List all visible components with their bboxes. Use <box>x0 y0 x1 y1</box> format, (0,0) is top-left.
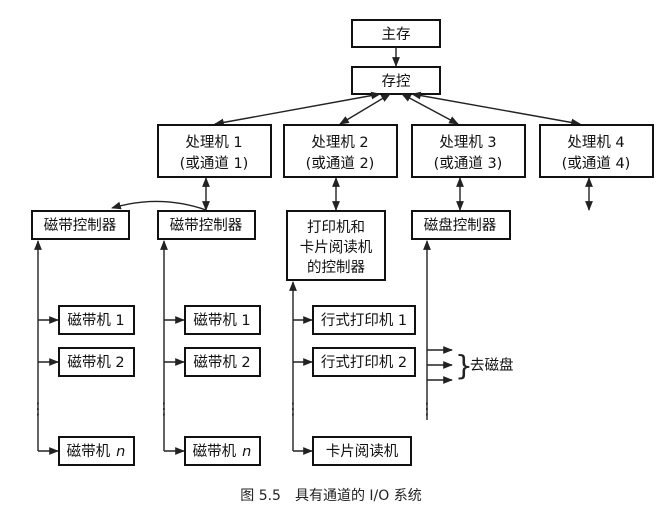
processor-1-channel: (或通道 1) <box>180 155 249 172</box>
line-printer-2: 行式打印机 2 <box>312 347 416 377</box>
ellipsis-a: ⋮ <box>30 399 46 418</box>
tape-unit-b-1: 磁带机 1 <box>184 305 261 335</box>
tape-unit-a-1: 磁带机 1 <box>58 305 135 335</box>
tape-unit-a-1-label: 磁带机 1 <box>67 312 124 329</box>
disk-controller-node: 磁盘控制器 <box>411 210 511 240</box>
tape-unit-a-2: 磁带机 2 <box>58 347 135 377</box>
processor-1-node: 处理机 1 (或通道 1) <box>157 124 272 178</box>
tape-unit-b-n-text: 磁带机 <box>193 443 237 460</box>
processor-4-node: 处理机 4 (或通道 4) <box>539 124 654 178</box>
control-to-processor-3-link <box>401 93 459 125</box>
to-disk-label: 去磁盘 <box>470 356 514 374</box>
tape-unit-a-n-label: 磁带机 n <box>67 443 126 460</box>
card-reader-label: 卡片阅读机 <box>326 443 399 460</box>
tape-unit-b-n-label: 磁带机 n <box>193 443 252 460</box>
tape-unit-a-n-text: 磁带机 <box>67 443 111 460</box>
processor-3-node: 处理机 3 (或通道 3) <box>411 124 526 178</box>
card-reader: 卡片阅读机 <box>312 436 412 466</box>
ellipsis-c: ⋮ <box>285 399 301 418</box>
tape-unit-a-n: 磁带机 n <box>58 436 135 466</box>
tape-unit-b-1-label: 磁带机 1 <box>193 312 250 329</box>
processor-2-node: 处理机 2 (或通道 2) <box>283 124 398 178</box>
tape-unit-b-2-label: 磁带机 2 <box>193 354 250 371</box>
processor-4-channel: (或通道 4) <box>562 155 631 172</box>
printer-controller-node: 打印机和 卡片阅读机 的控制器 <box>286 210 386 281</box>
disk-controller-label: 磁盘控制器 <box>424 216 497 234</box>
control-to-processor-4-link <box>411 91 581 127</box>
controller-b-to-a-link <box>111 200 207 211</box>
ellipsis-b: ⋮ <box>156 399 172 418</box>
figure-caption: 图 5.5 具有通道的 I/O 系统 <box>240 488 421 504</box>
storage-control-node: 存控 <box>351 66 441 95</box>
control-to-processor-1-link <box>214 91 381 127</box>
processor-2-channel: (或通道 2) <box>306 155 375 172</box>
printer-controller-line-3: 的控制器 <box>307 259 365 276</box>
to-disk-brace: } <box>455 349 473 382</box>
tape-unit-b-n: 磁带机 n <box>184 436 261 466</box>
main-memory-node: 主存 <box>351 19 441 48</box>
tape-controller-b-label: 磁带控制器 <box>170 217 243 234</box>
tape-unit-b-2: 磁带机 2 <box>184 347 261 377</box>
tape-unit-b-n-index: n <box>242 444 251 460</box>
tape-unit-a-n-index: n <box>116 444 125 460</box>
processor-3-channel: (或通道 3) <box>434 155 503 172</box>
storage-control-label: 存控 <box>382 73 411 90</box>
line-printer-1-label: 行式打印机 1 <box>321 312 407 329</box>
line-printer-1: 行式打印机 1 <box>312 305 416 335</box>
tape-controller-a-node: 磁带控制器 <box>31 210 130 240</box>
printer-controller-line-2: 卡片阅读机 <box>300 239 373 256</box>
control-to-processor-2-link <box>339 93 391 125</box>
processor-1-name: 处理机 1 <box>185 134 242 151</box>
ellipsis-d: ⋮ <box>419 399 435 418</box>
processor-2-name: 处理机 2 <box>311 134 368 151</box>
printer-controller-line-1: 打印机和 <box>307 219 365 236</box>
tape-unit-a-2-label: 磁带机 2 <box>67 354 124 371</box>
processor-4-name: 处理机 4 <box>567 134 624 151</box>
tape-controller-b-node: 磁带控制器 <box>157 210 256 240</box>
processor-3-name: 处理机 3 <box>439 134 496 151</box>
line-printer-2-label: 行式打印机 2 <box>321 354 407 371</box>
main-memory-label: 主存 <box>382 26 411 43</box>
tape-controller-a-label: 磁带控制器 <box>44 217 117 234</box>
